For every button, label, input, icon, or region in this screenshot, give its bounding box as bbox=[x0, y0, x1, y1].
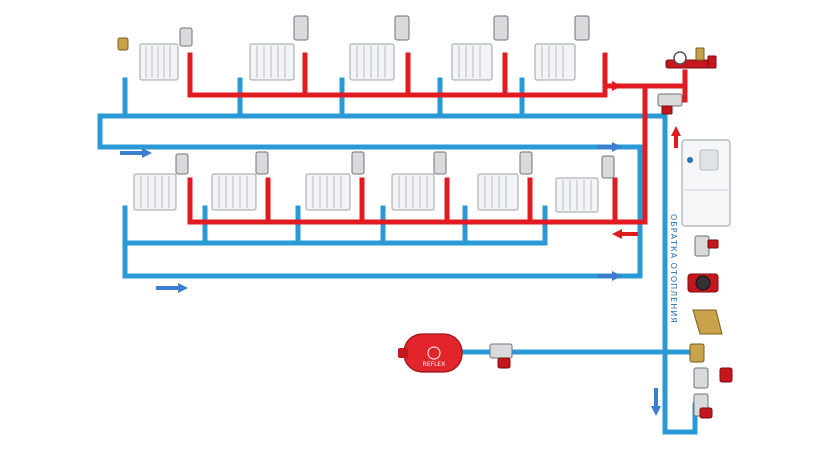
electric-boiler bbox=[681, 139, 731, 227]
supply-arrow-up bbox=[671, 126, 681, 136]
return-arrow-left bbox=[142, 148, 152, 158]
return-equipment bbox=[687, 235, 733, 419]
return-bottom bbox=[662, 402, 698, 435]
radiator bbox=[349, 15, 410, 81]
upper-return-collector bbox=[97, 113, 668, 435]
return-arrow-right-upper bbox=[612, 142, 622, 152]
radiator bbox=[249, 15, 309, 81]
radiator bbox=[133, 153, 189, 211]
supply-arrow-lower bbox=[612, 229, 622, 239]
strainer-filter bbox=[692, 309, 723, 335]
upper-radiators bbox=[117, 15, 590, 81]
circulation-pump bbox=[687, 273, 719, 293]
expansion-tank: REFLEX bbox=[398, 333, 463, 373]
return-arrow-left-lower bbox=[178, 283, 188, 293]
safety-group bbox=[665, 47, 717, 69]
bypass-valve bbox=[657, 93, 683, 115]
supply-pipes bbox=[187, 52, 688, 225]
tank-brand-text: REFLEX bbox=[423, 361, 446, 368]
radiator bbox=[534, 15, 590, 81]
return-arrow-down bbox=[651, 406, 661, 416]
radiator bbox=[391, 151, 447, 211]
radiator bbox=[305, 151, 365, 211]
flow-arrows bbox=[120, 81, 681, 416]
radiator bbox=[555, 155, 615, 213]
lower-supply-collector bbox=[187, 83, 648, 225]
upper-supply-collector bbox=[187, 52, 608, 98]
return-arrow-right-lower bbox=[612, 271, 622, 281]
lower-radiators bbox=[133, 151, 615, 213]
supply-arrow-upper bbox=[612, 81, 622, 91]
return-pipes bbox=[97, 77, 698, 435]
air-vent bbox=[117, 37, 129, 51]
radiator bbox=[451, 15, 509, 81]
radiator bbox=[477, 151, 533, 211]
radiator bbox=[211, 151, 269, 211]
return-line-label: ОБРАТКА ОТОПЛЕНИЯ bbox=[669, 214, 678, 324]
tank-valve bbox=[489, 343, 513, 369]
radiator bbox=[139, 27, 193, 81]
lower-return-collector bbox=[122, 240, 643, 279]
